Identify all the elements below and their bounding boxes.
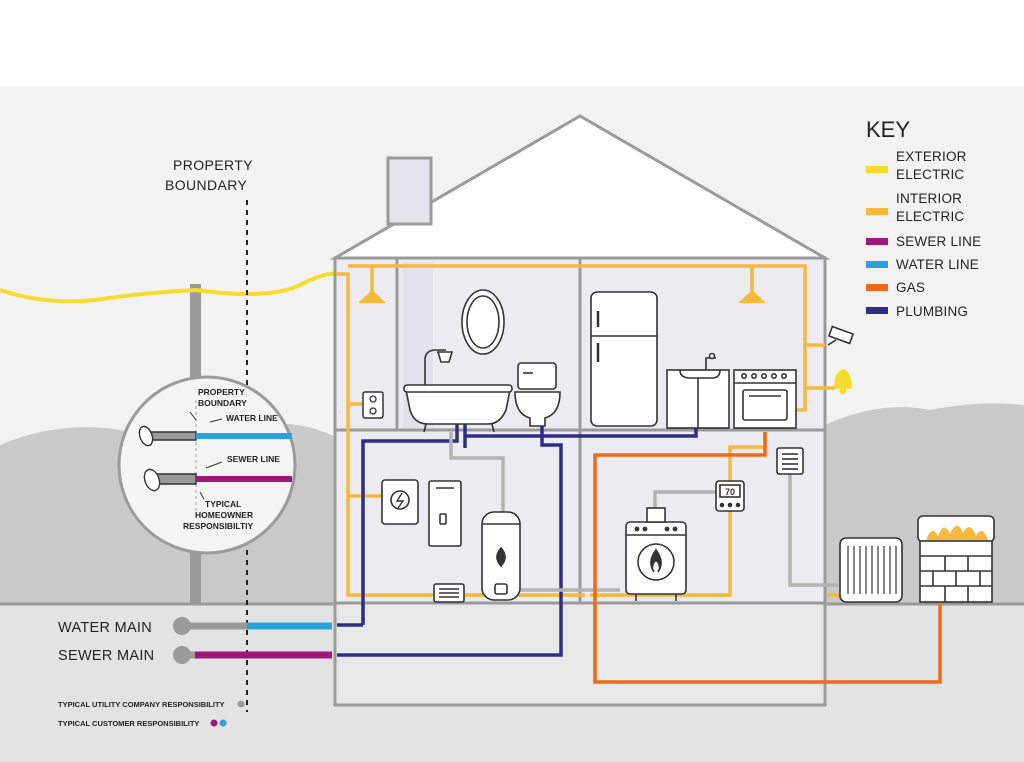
legend-label-plumbing: PLUMBING [896,304,968,319]
ac-unit [839,537,903,603]
property-boundary-label-2: BOUNDARY [165,177,248,193]
ceiling-lamp-kitchen [738,290,766,303]
legend-label-interior-1: INTERIOR [896,191,962,206]
bathroom-mirror [461,289,505,355]
exterior-electric-wire [0,271,337,304]
legend-title: KEY [866,117,910,142]
footer-utility-dot [237,700,245,708]
inset-resp-label-1: TYPICAL [205,499,241,509]
legend-label-exterior-2: ELECTRIC [896,167,964,182]
shower-head [436,351,454,363]
wall-vent [776,447,804,475]
toilet-tank [517,362,557,390]
legend-swatch-exterior-electric [866,166,888,173]
legend: KEY EXTERIOR ELECTRIC INTERIOR ELECTRIC … [866,117,981,319]
footer-customer-dot-water [219,719,227,727]
shower-pipe [424,349,446,390]
toilet-bowl [514,391,561,427]
legend-swatch-water [866,261,888,268]
bathtub [405,389,511,425]
alarm-bell-icon [834,369,852,389]
footer-customer-label: TYPICAL CUSTOMER RESPONSIBILITY [58,719,199,728]
wall-outlet [362,391,384,419]
ceiling-lamp-bath [358,290,386,303]
refrigerator [590,291,658,427]
inset-sewer-pipe-utility [156,473,197,485]
water-main-label: WATER MAIN [58,620,152,636]
legend-label-water: WATER LINE [896,257,979,272]
legend-label-interior-2: ELECTRIC [896,209,964,224]
inset-water-pipe-customer [196,433,292,439]
legend-swatch-gas [866,284,888,291]
property-boundary-label-1: PROPERTY [173,157,253,173]
bathtub-rim [403,384,513,393]
legend-label-exterior-1: EXTERIOR [896,149,967,164]
security-camera-icon [827,325,855,345]
inset-water-pipe-utility [150,431,197,441]
legend-label-gas: GAS [896,280,925,295]
responsibility-inset: PROPERTY BOUNDARY WATER LINE SEWER LINE … [117,375,297,555]
gas-line [593,432,942,684]
inset-sewer-label: SEWER LINE [227,454,280,464]
gray-supply-lines [449,432,838,592]
inset-circle [117,375,297,555]
legend-swatch-interior-electric [866,208,888,215]
legend-swatch-sewer [866,238,888,245]
footer-customer-dot-sewer [210,719,218,727]
chimney [386,156,433,226]
kitchen [590,291,797,429]
inset-water-label: WATER LINE [226,413,278,423]
sewer-main-label: SEWER MAIN [58,648,154,664]
inset-boundary-label-1: PROPERTY [198,387,245,397]
inset-resp-label-2: HOMEOWNER [195,510,253,520]
inset-sewer-pipe-customer [196,476,292,482]
grill-flames [926,525,988,540]
electrical-panel [381,479,419,525]
thermostat-reading: 70 [725,487,735,497]
exterior-devices [827,325,855,395]
bathroom [403,289,561,433]
inset-resp-label-3: RESPONSIBILTIY [183,521,254,531]
legend-swatch-plumbing [866,307,888,314]
legend-label-sewer: SEWER LINE [896,234,981,249]
lower-floor [381,447,804,603]
inset-boundary-label-2: BOUNDARY [198,398,247,408]
footer-utility-label: TYPICAL UTILITY COMPANY RESPONSIBILITY [58,700,225,709]
